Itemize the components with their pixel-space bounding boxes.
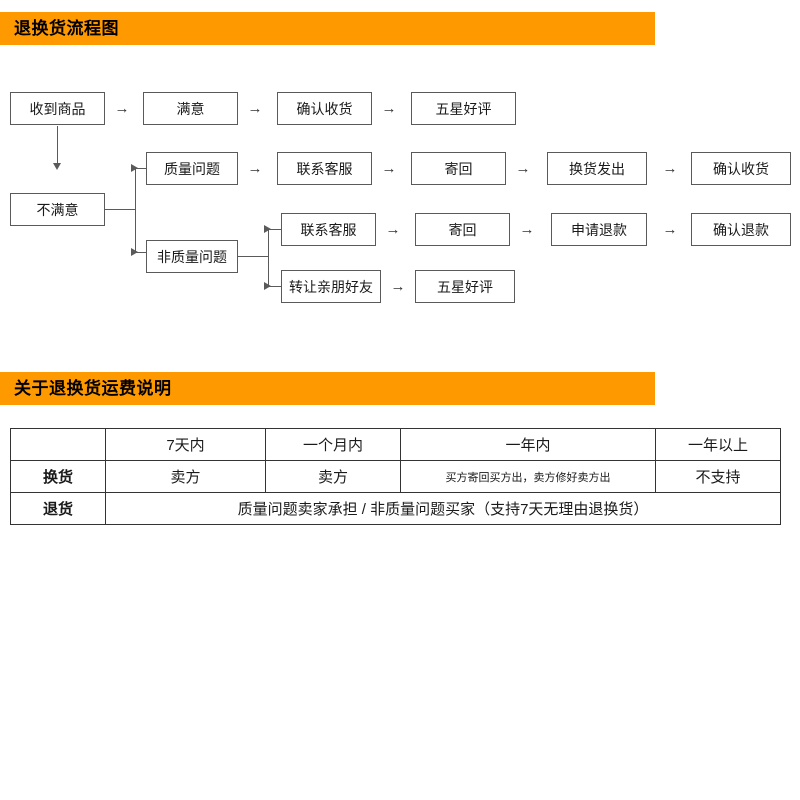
table-col-header-over1year: 一年以上 [655, 428, 781, 461]
connector-unsatisfied-stem [105, 209, 135, 210]
table-row-header-exchange: 换货 [10, 460, 106, 493]
flow-node-quality-issue: 质量问题 [146, 152, 238, 185]
fee-section-header: 关于退换货运费说明 [0, 372, 655, 405]
arrow-icon: → [247, 159, 263, 177]
connector-unsatisfied-split [135, 168, 136, 252]
arrowhead-right-icon [131, 164, 138, 172]
flow-node-received: 收到商品 [10, 92, 105, 125]
connector-non-quality-split [268, 229, 269, 286]
flow-node-confirm-receipt-2: 确认收货 [691, 152, 791, 185]
connector-to-non-quality [135, 252, 151, 253]
arrow-icon: → [662, 159, 678, 177]
table-cell-return-policy: 质量问题卖家承担 / 非质量问题买家（支持7天无理由退换货） [105, 492, 781, 525]
flow-node-send-back-2: 寄回 [415, 213, 510, 246]
flow-node-apply-refund: 申请退款 [551, 213, 647, 246]
arrowhead-right-icon [264, 282, 271, 290]
connector-received-to-unsatisfied [57, 126, 58, 165]
flow-node-send-back-1: 寄回 [411, 152, 506, 185]
flow-node-satisfied: 满意 [143, 92, 238, 125]
table-corner-cell [10, 428, 106, 461]
table-col-header-7days: 7天内 [105, 428, 266, 461]
table-row-header-return: 退货 [10, 492, 106, 525]
shipping-fee-table: 7天内 一个月内 一年内 一年以上 换货 卖方 卖方 买方寄回买方出，卖方修好卖… [10, 428, 781, 525]
table-col-header-1month: 一个月内 [265, 428, 401, 461]
arrowhead-right-icon [264, 225, 271, 233]
returns-flowchart: 收到商品 → 满意 → 确认收货 → 五星好评 不满意 质量问题 → 联系客服 … [0, 0, 800, 340]
flow-node-non-quality-issue: 非质量问题 [146, 240, 238, 273]
arrowhead-right-icon [131, 248, 138, 256]
arrow-icon: → [381, 99, 397, 117]
connector-to-transfer-friends [268, 286, 284, 287]
arrow-icon: → [662, 220, 678, 238]
table-row-return: 退货 质量问题卖家承担 / 非质量问题买家（支持7天无理由退换货） [10, 492, 781, 525]
flow-node-confirm-refund: 确认退款 [691, 213, 791, 246]
flow-node-not-satisfied: 不满意 [10, 193, 105, 226]
connector-to-contact-service-2 [268, 229, 284, 230]
arrowhead-down-icon [53, 163, 61, 170]
table-cell-exchange-over1year: 不支持 [655, 460, 781, 493]
arrow-icon: → [519, 220, 535, 238]
table-cell-exchange-1year: 买方寄回买方出，卖方修好卖方出 [400, 460, 656, 493]
arrow-icon: → [114, 99, 130, 117]
table-header-row: 7天内 一个月内 一年内 一年以上 [10, 428, 781, 461]
flow-node-contact-service-1: 联系客服 [277, 152, 372, 185]
connector-to-quality [135, 168, 151, 169]
arrow-icon: → [390, 277, 406, 295]
flowchart-section-title: 退换货流程图 [14, 19, 119, 38]
table-col-header-1year: 一年内 [400, 428, 656, 461]
arrow-icon: → [515, 159, 531, 177]
connector-non-quality-stem [238, 256, 268, 257]
arrow-icon: → [247, 99, 263, 117]
flow-node-confirm-receipt: 确认收货 [277, 92, 372, 125]
flow-node-contact-service-2: 联系客服 [281, 213, 376, 246]
arrow-icon: → [385, 220, 401, 238]
flow-node-five-star-2: 五星好评 [415, 270, 515, 303]
flow-node-exchange-sent: 换货发出 [547, 152, 647, 185]
arrow-icon: → [381, 159, 397, 177]
flow-node-transfer-friends: 转让亲朋好友 [281, 270, 381, 303]
fee-section-title: 关于退换货运费说明 [14, 379, 172, 398]
flow-node-five-star: 五星好评 [411, 92, 516, 125]
table-cell-exchange-1month: 卖方 [265, 460, 401, 493]
table-row-exchange: 换货 卖方 卖方 买方寄回买方出，卖方修好卖方出 不支持 [10, 460, 781, 493]
flowchart-section-header: 退换货流程图 [0, 12, 655, 45]
table-cell-exchange-7days: 卖方 [105, 460, 266, 493]
